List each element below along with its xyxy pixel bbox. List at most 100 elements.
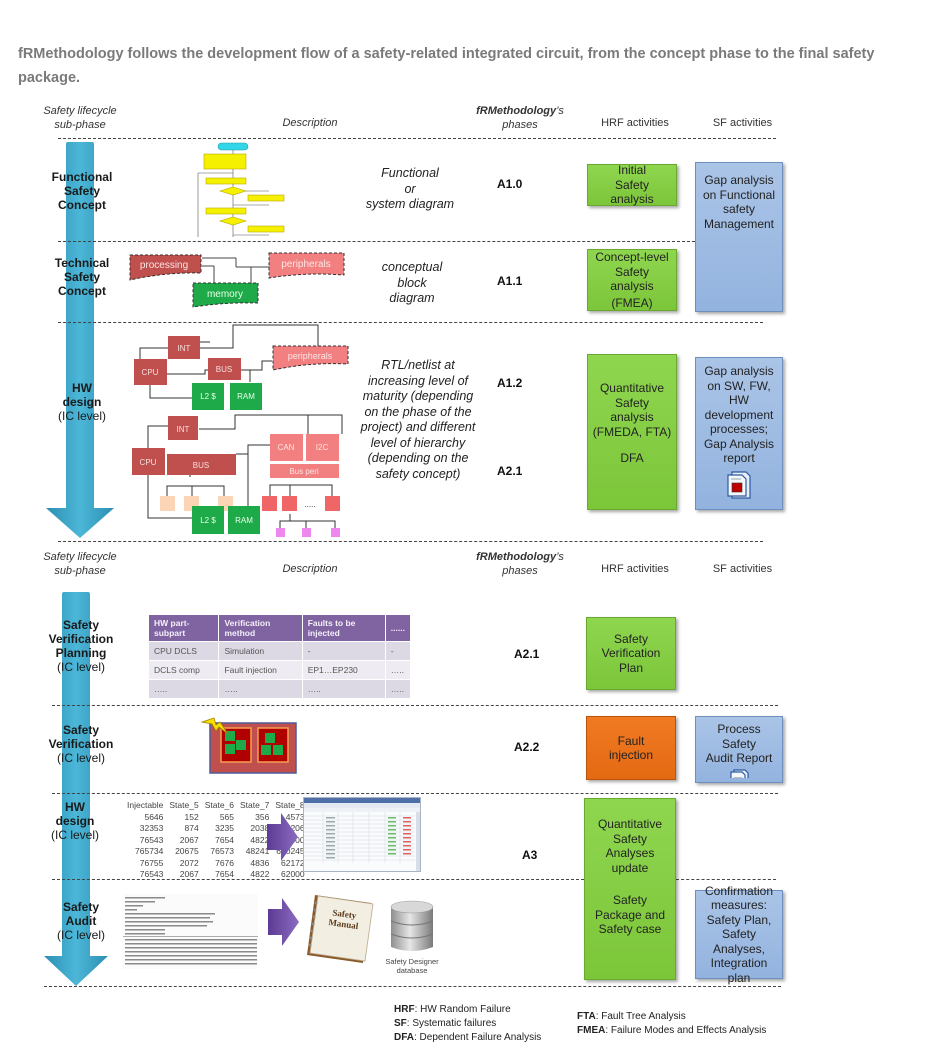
box-line: Initial <box>617 163 646 178</box>
header-phases-line2: phases <box>502 565 538 577</box>
header-subphase-line1: Safety lifecycle <box>43 105 117 117</box>
block-ram: RAM <box>237 392 255 401</box>
description-line: level of hierarchy <box>370 435 466 450</box>
divider <box>58 241 695 242</box>
table-row: CPU DCLS Simulation - - <box>149 641 412 661</box>
table-row: ….. ….. ….. ….. <box>149 679 412 698</box>
box-line: Safety <box>613 631 649 646</box>
table-cell: 7654 <box>215 869 235 879</box>
phase-code-a1-2: A1.2 <box>497 376 523 390</box>
table-header: ...... <box>385 615 412 642</box>
table-cell: Simulation <box>218 641 303 661</box>
block-peripherals: peripherals <box>281 259 330 270</box>
table-cell: 2072 <box>179 857 199 868</box>
box-line: Safety analysis <box>610 264 654 294</box>
table-cell: 2067 <box>179 869 199 879</box>
description-conceptual: conceptual block diagram <box>360 260 464 307</box>
table-cell: 2067 <box>179 834 199 845</box>
table-cell: - <box>385 641 412 661</box>
subphase-sub: (IC level) <box>56 660 105 674</box>
hw-block-diagram-bottom: INT CPU BUS CAN I2C Bus peri ..... .....… <box>132 414 343 537</box>
subphase-safety-audit: Safety Audit (IC level) <box>36 900 126 942</box>
subphase-hw-design-ic: HW design (IC level) <box>36 800 114 842</box>
box-line: safety <box>722 202 755 216</box>
block-memory: memory <box>207 289 243 300</box>
box-line: Integration plan <box>710 956 768 985</box>
header-subphase-line1: Safety lifecycle <box>43 551 117 563</box>
box-line: (FMEDA, FTA) <box>592 424 672 439</box>
description-line: conceptual <box>381 260 443 274</box>
subphase-technical-safety-concept: Technical Safety Concept <box>38 256 126 298</box>
subphase-line: design <box>62 395 102 409</box>
hrf-initial-safety-analysis: Initial Safety analysis <box>587 163 677 206</box>
subphase-line: Safety <box>62 618 100 632</box>
lifecycle-arrow <box>46 142 114 538</box>
block-i2c: I2C <box>316 443 329 452</box>
header-hrf-2: HRF activities <box>601 563 669 575</box>
block-peripherals-hw: peripherals <box>288 351 333 361</box>
table-cell: 76543 <box>139 869 164 879</box>
description-line: block <box>397 275 427 290</box>
legend-abbr: FMEA <box>577 1025 606 1036</box>
subphase-line: Functional <box>51 170 113 184</box>
table-row: DCLS comp Fault injection EP1…EP230 ….. <box>149 660 412 680</box>
header-description: Description <box>282 117 338 129</box>
table-cell: 3235 <box>215 823 235 833</box>
header-subphase-line2: sub-phase <box>54 119 106 131</box>
table-cell: EP1…EP230 <box>302 660 386 680</box>
header-subphase-line2: sub-phase <box>54 565 106 577</box>
block-int-2: INT <box>177 425 190 434</box>
block-bus: BUS <box>216 365 232 374</box>
log-report-screenshot-icon <box>123 894 258 969</box>
header-phases-bold: fRMethodology <box>476 105 557 117</box>
table-cell: - <box>302 641 386 661</box>
legend-text: : Systematic failures <box>406 1018 497 1029</box>
table-cell: ….. <box>149 679 220 698</box>
conceptual-block-diagram: processing peripherals memory <box>129 252 345 308</box>
flowchart-diagram <box>197 142 285 237</box>
divider <box>52 879 584 880</box>
right-arrow-icon <box>267 813 298 861</box>
table-cell: 32353 <box>139 823 164 833</box>
box-line: on SW, FW, <box>707 378 771 393</box>
box-line: Verification <box>601 646 661 661</box>
subphase-line: HW <box>72 381 92 395</box>
subphase-line: Verification <box>48 632 114 646</box>
subphase-line: design <box>55 814 95 828</box>
subphase-line: Safety <box>62 900 100 914</box>
box-line: Gap analysis <box>704 364 774 378</box>
table-cell: 76543 <box>139 834 164 845</box>
legend-abbr: HRF <box>394 1004 415 1015</box>
table-cell: 20675 <box>175 846 199 856</box>
database-icon <box>390 900 434 951</box>
header-phases-suffix: ’s <box>556 105 564 117</box>
subphase-safety-verification: Safety Verification (IC level) <box>36 723 126 765</box>
table-header: HW part-subpart <box>149 615 220 642</box>
table-cell: 356 <box>255 811 270 822</box>
header-description-2: Description <box>282 563 338 575</box>
block-can: CAN <box>278 443 295 452</box>
database-label: Safety Designer database <box>380 957 444 975</box>
subphase-sub: (IC level) <box>56 928 105 942</box>
subphase-line: Safety <box>63 270 101 284</box>
box-line: DFA <box>620 451 644 465</box>
description-line: diagram <box>389 291 435 305</box>
subphase-hw-design: HW design (IC level) <box>38 381 126 423</box>
subphase-line: Audit <box>65 914 97 928</box>
description-line: maturity (depending <box>362 389 474 403</box>
hrf-quantitative-safety-analysis: Quantitative Safety analysis (FMEDA, FTA… <box>587 354 677 510</box>
box-line: Safety case <box>598 922 662 936</box>
table-cell: 76755 <box>139 857 164 868</box>
legend-text: : HW Random Failure <box>414 1004 511 1015</box>
subphase-line: Verification <box>48 737 114 751</box>
sf-confirmation-measures: Confirmation measures: Safety Plan, Safe… <box>695 884 783 985</box>
table-cell: 4822 <box>250 834 270 845</box>
subphase-line: HW <box>65 800 85 814</box>
table-cell: Fault injection <box>218 660 303 680</box>
box-line: Concept-level <box>595 250 669 264</box>
description-line: Functional <box>381 166 439 180</box>
table-cell: 620245 <box>276 846 305 856</box>
